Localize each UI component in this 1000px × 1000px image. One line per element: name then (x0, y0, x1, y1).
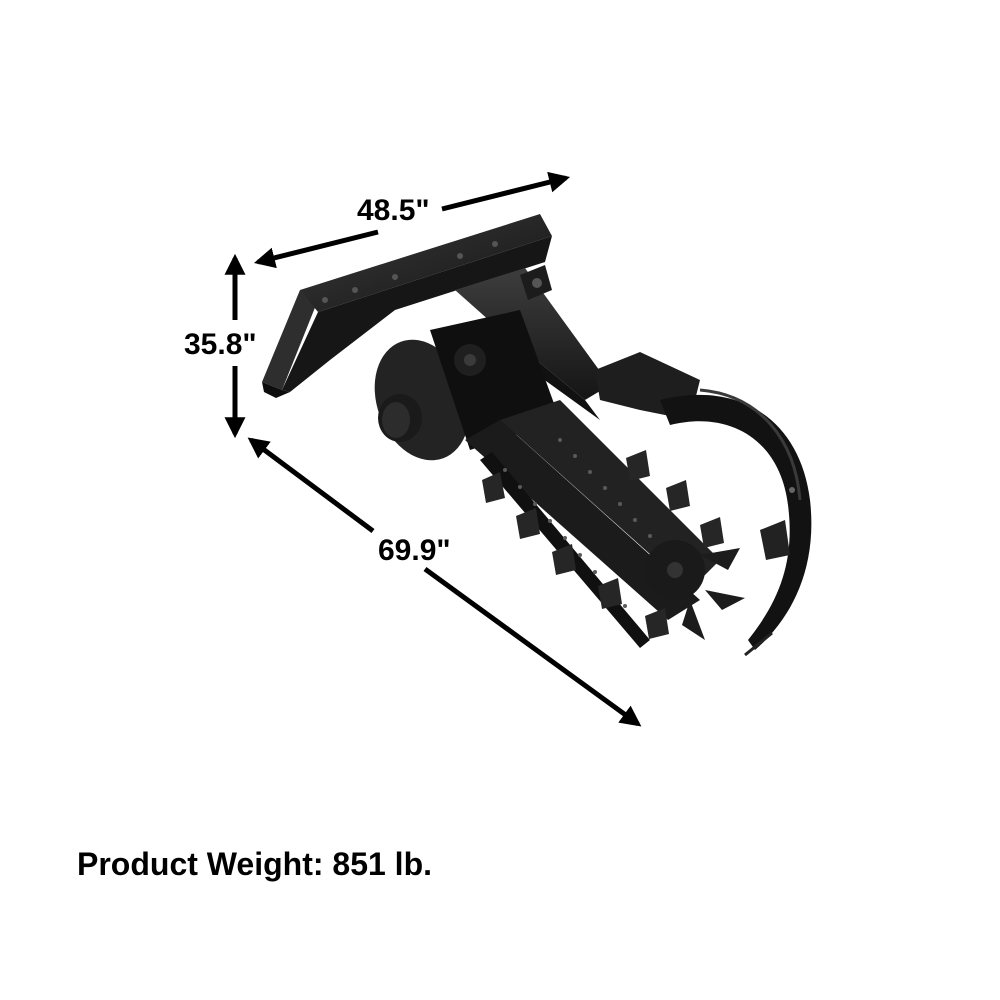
dimension-arrow-width (253, 171, 571, 269)
dimension-arrow-length (247, 437, 642, 727)
width-dimension-label: 48.5" (357, 194, 430, 227)
length-dimension-label: 69.9" (378, 534, 451, 567)
trencher-illustration (262, 214, 812, 657)
product-weight-label: Product Weight: 851 lb. (77, 846, 432, 882)
height-dimension-label: 35.8" (184, 328, 257, 361)
